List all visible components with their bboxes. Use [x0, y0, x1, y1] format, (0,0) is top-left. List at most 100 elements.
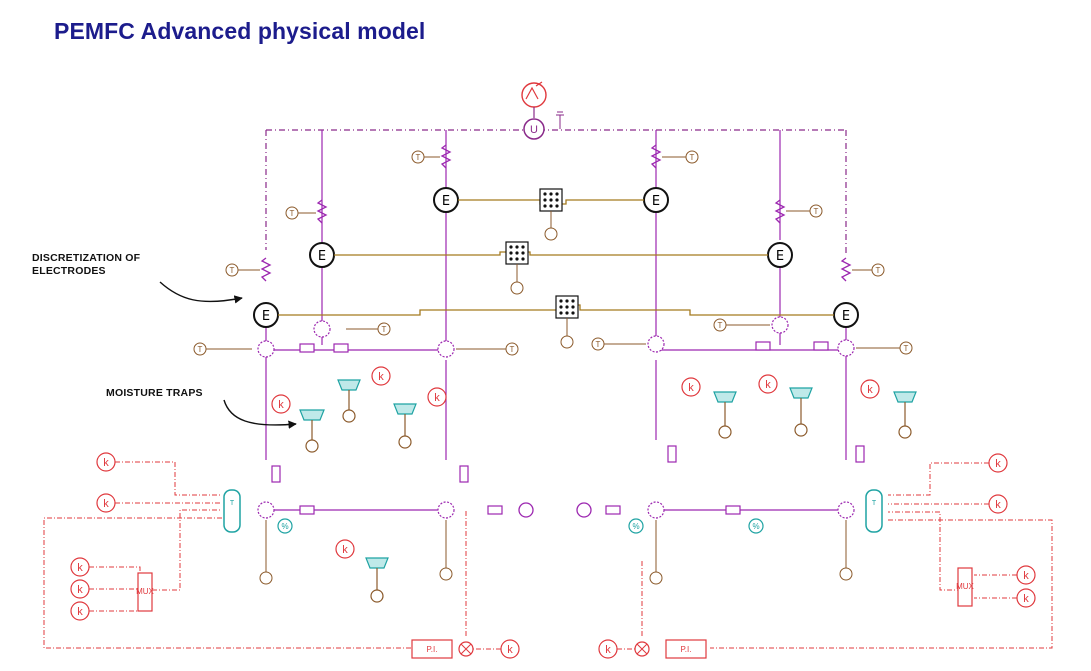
- constant-sources: k k k k k k k k k k k k k k k k k k: [70, 366, 1036, 659]
- mux-symbol: MUX: [136, 587, 154, 596]
- constant-k[interactable]: k: [681, 377, 701, 397]
- table-symbol: T: [872, 500, 877, 507]
- k-symbol: k: [342, 544, 348, 556]
- k-symbol: k: [77, 562, 83, 574]
- temp-source[interactable]: T: [786, 204, 823, 218]
- moisture-trap[interactable]: [365, 557, 389, 603]
- electrode-e[interactable]: E: [767, 242, 793, 268]
- mux-right[interactable]: MUX: [956, 567, 975, 607]
- annotation-arrows: [159, 281, 297, 429]
- electrode-symbol: E: [262, 309, 270, 324]
- constant-k[interactable]: k: [988, 494, 1008, 514]
- k-symbol: k: [434, 392, 440, 404]
- constant-k[interactable]: k: [1016, 565, 1036, 585]
- current-source[interactable]: U: [521, 81, 564, 140]
- temp-symbol: T: [416, 153, 421, 162]
- temp-source[interactable]: T: [346, 322, 391, 336]
- gas-chambers: [257, 316, 855, 519]
- electrode-e[interactable]: E: [253, 302, 279, 328]
- moisture-trap[interactable]: [713, 391, 737, 439]
- gas-chamber[interactable]: [647, 335, 665, 353]
- electrode-e[interactable]: E: [433, 187, 459, 213]
- percent-symbol: %: [632, 522, 639, 531]
- k-symbol: k: [995, 458, 1001, 470]
- temp-source[interactable]: T: [193, 342, 252, 356]
- temp-source[interactable]: T: [591, 337, 646, 351]
- membrane-block[interactable]: [555, 295, 579, 349]
- percent-sensor[interactable]: %: [748, 518, 764, 534]
- constant-k[interactable]: k: [860, 379, 880, 399]
- gas-chamber[interactable]: [837, 501, 855, 519]
- electrode-e[interactable]: E: [833, 302, 859, 328]
- temp-symbol: T: [904, 344, 909, 353]
- constant-k[interactable]: k: [70, 601, 90, 621]
- discretization-label-line1: DISCRETIZATION OF: [32, 252, 141, 264]
- constant-k[interactable]: k: [70, 579, 90, 599]
- gas-chamber[interactable]: [437, 340, 455, 358]
- constant-k[interactable]: k: [96, 452, 116, 472]
- temp-source[interactable]: T: [713, 318, 770, 332]
- constant-k[interactable]: k: [70, 557, 90, 577]
- pi-controller-right[interactable]: P.I.: [665, 639, 707, 659]
- temp-source[interactable]: T: [662, 150, 699, 164]
- constant-k[interactable]: k: [988, 453, 1008, 473]
- mux-left[interactable]: MUX: [136, 572, 155, 612]
- temp-symbol: T: [718, 321, 723, 330]
- constant-k[interactable]: k: [335, 539, 355, 559]
- temp-symbol: T: [876, 266, 881, 275]
- membrane-block[interactable]: [505, 241, 529, 295]
- gas-supply-right[interactable]: [576, 502, 592, 518]
- temp-source[interactable]: T: [285, 206, 316, 220]
- k-symbol: k: [995, 499, 1001, 511]
- gas-chamber[interactable]: [837, 339, 855, 357]
- constant-k[interactable]: k: [371, 366, 391, 386]
- constant-k[interactable]: k: [271, 394, 291, 414]
- percent-symbol: %: [281, 522, 288, 531]
- temp-source[interactable]: T: [852, 263, 885, 277]
- table-block[interactable]: T: [223, 489, 241, 533]
- constant-k[interactable]: k: [598, 639, 618, 659]
- electrode-symbol: E: [318, 249, 326, 264]
- moisture-trap[interactable]: [893, 391, 917, 439]
- moisture-trap[interactable]: [299, 409, 325, 453]
- moisture-trap[interactable]: [393, 403, 417, 449]
- table-block[interactable]: T: [865, 489, 883, 533]
- gas-chamber[interactable]: [647, 501, 665, 519]
- gas-chamber[interactable]: [257, 501, 275, 519]
- pi-symbol: P.I.: [681, 645, 692, 654]
- constant-k[interactable]: k: [758, 374, 778, 394]
- constant-k[interactable]: k: [500, 639, 520, 659]
- percent-sensor[interactable]: %: [628, 518, 644, 534]
- gas-chamber[interactable]: [771, 316, 789, 334]
- summer-right[interactable]: [634, 641, 650, 657]
- pi-controller-left[interactable]: P.I.: [411, 639, 453, 659]
- temp-symbol: T: [690, 153, 695, 162]
- table-symbol: T: [230, 500, 235, 507]
- temp-source[interactable]: T: [456, 342, 519, 356]
- gas-supply-left[interactable]: [518, 502, 534, 518]
- electrode-e[interactable]: E: [643, 187, 669, 213]
- electrical-loop: [265, 129, 847, 255]
- k-symbol: k: [278, 399, 284, 411]
- gas-chamber[interactable]: [257, 340, 275, 358]
- temp-source[interactable]: T: [225, 263, 260, 277]
- summer-left[interactable]: [458, 641, 474, 657]
- gas-chamber[interactable]: [437, 501, 455, 519]
- moisture-trap[interactable]: [337, 379, 361, 423]
- membrane-block[interactable]: [539, 188, 563, 241]
- discretization-label-line2: ELECTRODES: [32, 265, 106, 277]
- percent-sensors: % % %: [277, 518, 764, 534]
- constant-k[interactable]: k: [96, 493, 116, 513]
- electrode-symbol: E: [842, 309, 850, 324]
- constant-k[interactable]: k: [427, 387, 447, 407]
- temp-symbol: T: [290, 209, 295, 218]
- electrode-e[interactable]: E: [309, 242, 335, 268]
- percent-sensor[interactable]: %: [277, 518, 293, 534]
- k-symbol: k: [688, 382, 694, 394]
- moisture-trap[interactable]: [789, 387, 813, 437]
- temp-source[interactable]: T: [411, 150, 440, 164]
- electrode-symbol: E: [776, 249, 784, 264]
- constant-k[interactable]: k: [1016, 588, 1036, 608]
- gas-chamber[interactable]: [313, 320, 331, 338]
- temp-source[interactable]: T: [856, 341, 913, 355]
